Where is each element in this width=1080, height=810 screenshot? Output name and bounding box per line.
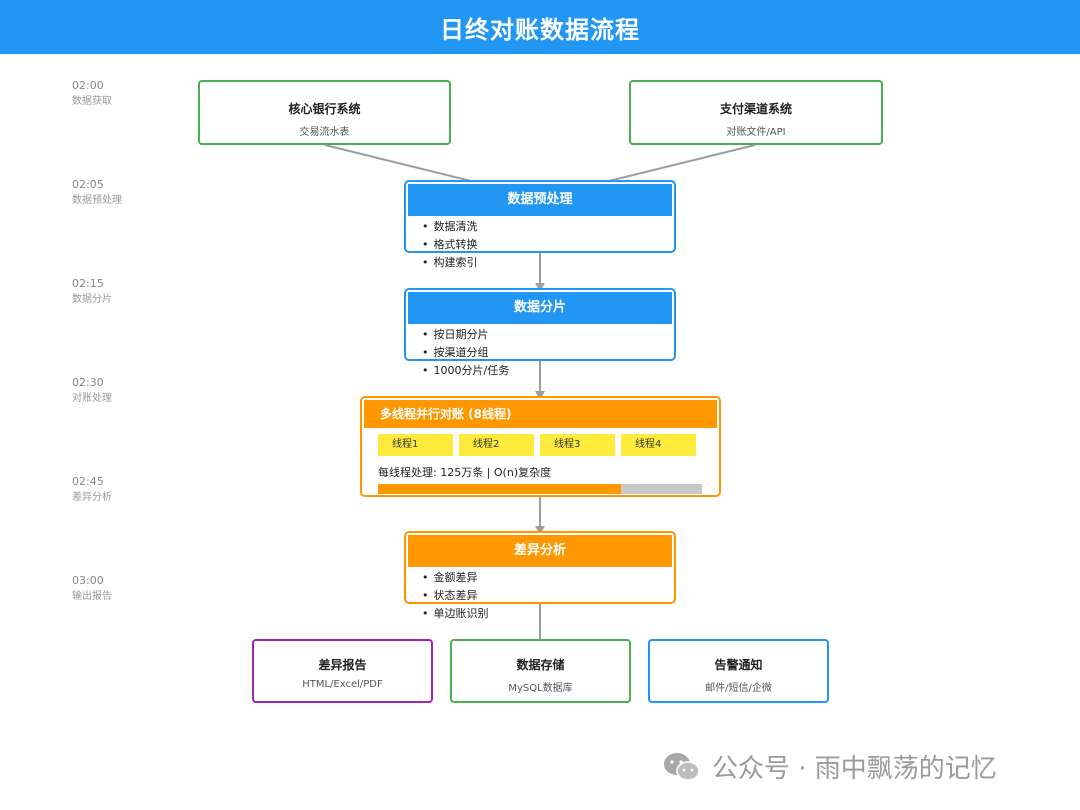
stage-diff-analysis: 差异分析 金额差异 状态差异 单边账识别 xyxy=(404,531,676,620)
bullet-item: 状态差异 xyxy=(422,587,489,605)
timeline-step-preprocess: 02:05 数据预处理 xyxy=(72,177,162,209)
timeline-time: 02:00 xyxy=(72,79,104,92)
stage-preprocess: 数据预处理 数据清洗 格式转换 构建索引 xyxy=(404,180,676,269)
source-subtitle: 交易流水表 xyxy=(299,127,350,138)
output-subtitle: 邮件/短信/企微 xyxy=(705,683,772,694)
timeline-step-diff: 02:45 差异分析 xyxy=(72,474,162,506)
arrowhead xyxy=(535,526,545,535)
stage-multithread-reconcile: 多线程并行对账 (8线程) 线程1 线程2 线程3 线程4 每线程处理: 125… xyxy=(360,396,721,497)
output-subtitle: HTML/Excel/PDF xyxy=(302,679,383,690)
thread-list: 线程1 线程2 线程3 线程4 xyxy=(378,434,696,456)
thread-chip: 线程2 xyxy=(459,434,534,456)
timeline-label: 对账处理 xyxy=(72,393,112,404)
output-title: 告警通知 xyxy=(714,658,763,672)
timeline-label: 数据预处理 xyxy=(72,195,122,206)
stage-title: 数据预处理 xyxy=(408,184,672,216)
stage-title: 数据分片 xyxy=(408,292,672,324)
source-title: 支付渠道系统 xyxy=(719,102,792,116)
thread-chip: 线程3 xyxy=(540,434,615,456)
source-core-banking: 核心银行系统 交易流水表 xyxy=(198,80,451,145)
output-alert-notice: 告警通知 邮件/短信/企微 xyxy=(648,639,829,703)
bullet-item: 1000分片/任务 xyxy=(422,362,510,380)
watermark: 公众号 · 雨中飘荡的记忆 xyxy=(662,748,997,785)
output-title: 差异报告 xyxy=(318,658,367,672)
watermark-text: 公众号 · 雨中飘荡的记忆 xyxy=(712,754,997,784)
source-subtitle: 对账文件/API xyxy=(726,127,786,138)
thread-chip: 线程4 xyxy=(621,434,696,456)
stage-bullets: 数据清洗 格式转换 构建索引 xyxy=(422,218,478,272)
timeline-time: 02:45 xyxy=(72,475,104,488)
timeline-time: 02:05 xyxy=(72,178,104,191)
bullet-item: 格式转换 xyxy=(422,236,478,254)
progress-fill xyxy=(378,484,621,494)
timeline-time: 02:15 xyxy=(72,277,104,290)
output-title: 数据存储 xyxy=(516,658,565,672)
bullet-item: 按渠道分组 xyxy=(422,344,509,362)
bullet-item: 数据清洗 xyxy=(422,218,478,236)
progress-bar xyxy=(378,484,702,494)
thread-chip: 线程1 xyxy=(378,434,453,456)
bullet-item: 构建索引 xyxy=(422,254,478,272)
stage-title: 差异分析 xyxy=(408,535,672,567)
timeline-time: 02:30 xyxy=(72,376,104,389)
timeline-time: 03:00 xyxy=(72,574,104,587)
timeline-step-sharding: 02:15 数据分片 xyxy=(72,276,162,308)
page-header: 日终对账数据流程 xyxy=(0,0,1080,54)
timeline-step-output: 03:00 输出报告 xyxy=(72,573,162,605)
source-payment-channel: 支付渠道系统 对账文件/API xyxy=(629,80,883,145)
output-subtitle: MySQL数据库 xyxy=(508,683,573,694)
arrowhead xyxy=(535,391,545,400)
timeline-label: 输出报告 xyxy=(72,591,112,602)
output-diff-report: 差异报告 HTML/Excel/PDF xyxy=(252,639,433,703)
timeline-label: 差异分析 xyxy=(72,492,112,503)
thread-info: 每线程处理: 125万条 | O(n)复杂度 xyxy=(378,466,552,479)
wechat-icon xyxy=(664,752,700,781)
stage-bullets: 金额差异 状态差异 单边账识别 xyxy=(422,569,489,623)
stage-title: 多线程并行对账 (8线程) xyxy=(364,400,717,428)
page-title: 日终对账数据流程 xyxy=(440,15,640,44)
timeline-label: 数据分片 xyxy=(72,294,112,305)
output-data-storage: 数据存储 MySQL数据库 xyxy=(450,639,631,703)
bullet-item: 按日期分片 xyxy=(422,326,509,344)
arrowhead xyxy=(535,283,545,292)
bullet-item: 金额差异 xyxy=(422,569,489,587)
timeline-label: 数据获取 xyxy=(72,96,112,107)
source-title: 核心银行系统 xyxy=(288,102,361,116)
stage-bullets: 按日期分片 按渠道分组 1000分片/任务 xyxy=(422,326,510,380)
stage-sharding: 数据分片 按日期分片 按渠道分组 1000分片/任务 xyxy=(404,288,676,377)
timeline-step-fetch: 02:00 数据获取 xyxy=(72,78,162,110)
bullet-item: 单边账识别 xyxy=(422,605,489,623)
timeline-step-reconcile: 02:30 对账处理 xyxy=(72,375,162,407)
